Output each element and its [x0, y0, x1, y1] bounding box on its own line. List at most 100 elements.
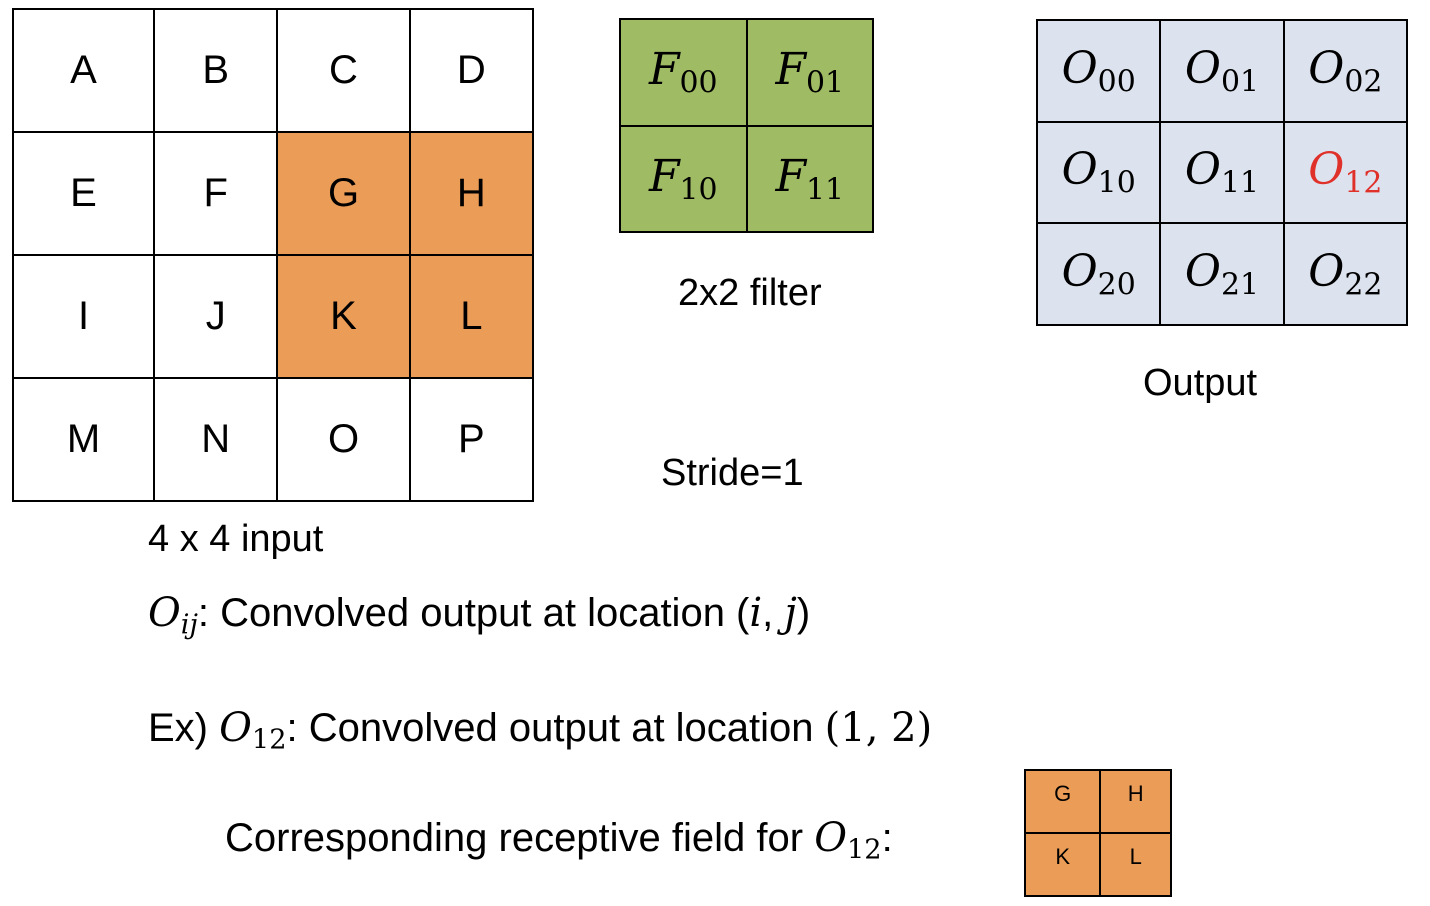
example-line: Ex) O12: Convolved output at location (1…: [148, 705, 932, 756]
definition-line: Oij: Convolved output at location (i, j): [148, 590, 810, 641]
output-subscript: 01: [1221, 64, 1260, 100]
definition-text: : Convolved output at location (: [197, 591, 750, 635]
example-symbol: O: [219, 705, 252, 751]
definition-close: ): [796, 591, 811, 635]
output-cell-10: O10: [1035, 120, 1162, 225]
stride-label: Stride=1: [661, 452, 804, 494]
output-cell-22: O22: [1282, 222, 1409, 326]
filter-symbol: F: [775, 150, 806, 202]
input-cell-g: G: [276, 131, 411, 256]
output-subscript: 02: [1344, 64, 1383, 100]
input-cell-p: P: [408, 377, 535, 502]
input-cell-o: O: [276, 377, 411, 502]
output-cell-20: O20: [1035, 222, 1162, 326]
output-symbol: O: [1184, 42, 1221, 94]
input-cell-i: I: [11, 254, 156, 379]
output-symbol: O: [1061, 245, 1098, 297]
receptive-cell-g: G: [1023, 769, 1102, 834]
filter-caption: 2x2 filter: [678, 272, 822, 314]
input-caption: 4 x 4 input: [148, 518, 324, 560]
receptive-cell-l: L: [1099, 832, 1172, 897]
output-cell-02: O02: [1282, 19, 1409, 123]
receptive-subscript: 12: [847, 834, 882, 866]
input-cell-d: D: [408, 8, 535, 133]
output-subscript: 21: [1221, 267, 1260, 303]
input-cell-j: J: [153, 254, 279, 379]
input-cell-a: A: [11, 8, 156, 133]
input-cell-e: E: [11, 131, 156, 256]
filter-subscript: 10: [679, 171, 718, 207]
output-symbol: O: [1184, 144, 1221, 196]
output-subscript: 00: [1097, 64, 1136, 100]
output-subscript: 11: [1221, 165, 1260, 201]
output-subscript: 12: [1344, 165, 1383, 201]
receptive-text: Corresponding receptive field for: [225, 816, 815, 860]
example-text: : Convolved output at location: [286, 706, 825, 750]
receptive-cell-k: K: [1023, 832, 1102, 897]
definition-i: i: [749, 590, 763, 636]
input-cell-l: L: [408, 254, 535, 379]
output-symbol: O: [1308, 42, 1345, 94]
example-prefix: Ex): [148, 706, 220, 750]
definition-symbol: O: [148, 590, 181, 636]
output-symbol: O: [1184, 245, 1221, 297]
output-caption: Output: [1143, 362, 1258, 404]
output-cell-21: O21: [1159, 222, 1285, 326]
filter-subscript: 01: [805, 65, 845, 101]
filter-subscript: 00: [679, 65, 718, 101]
receptive-colon: :: [881, 816, 893, 860]
filter-symbol: F: [775, 44, 806, 96]
input-cell-f: F: [153, 131, 279, 256]
definition-j: j: [784, 590, 797, 636]
receptive-line: Corresponding receptive field for O12:: [225, 815, 893, 866]
example-subscript: 12: [251, 724, 287, 756]
receptive-cell-h: H: [1099, 769, 1172, 834]
output-symbol: O: [1308, 245, 1345, 297]
input-cell-h: H: [408, 131, 535, 256]
output-symbol: O: [1061, 144, 1098, 196]
output-cell-00: O00: [1035, 19, 1162, 123]
filter-cell-00: F00: [619, 18, 748, 127]
output-symbol: O: [1061, 42, 1098, 94]
receptive-symbol: O: [814, 815, 847, 861]
output-subscript: 20: [1097, 267, 1136, 303]
output-subscript: 10: [1097, 165, 1136, 201]
input-cell-m: M: [11, 377, 156, 502]
output-symbol: O: [1308, 144, 1345, 196]
definition-subscript: ij: [180, 609, 198, 641]
filter-symbol: F: [648, 44, 680, 96]
definition-comma: ,: [762, 591, 785, 635]
example-coords: (1, 2): [824, 705, 933, 751]
output-cell-01: O01: [1159, 19, 1285, 123]
filter-cell-01: F01: [745, 18, 874, 127]
input-cell-n: N: [153, 377, 279, 502]
output-subscript: 22: [1344, 267, 1383, 303]
output-cell-11: O11: [1159, 120, 1285, 225]
output-cell-12: O12: [1282, 120, 1409, 225]
filter-cell-10: F10: [619, 124, 748, 233]
input-cell-c: C: [276, 8, 411, 133]
filter-subscript: 11: [805, 171, 845, 207]
filter-cell-11: F11: [745, 124, 874, 233]
input-cell-b: B: [153, 8, 279, 133]
filter-symbol: F: [648, 150, 680, 202]
